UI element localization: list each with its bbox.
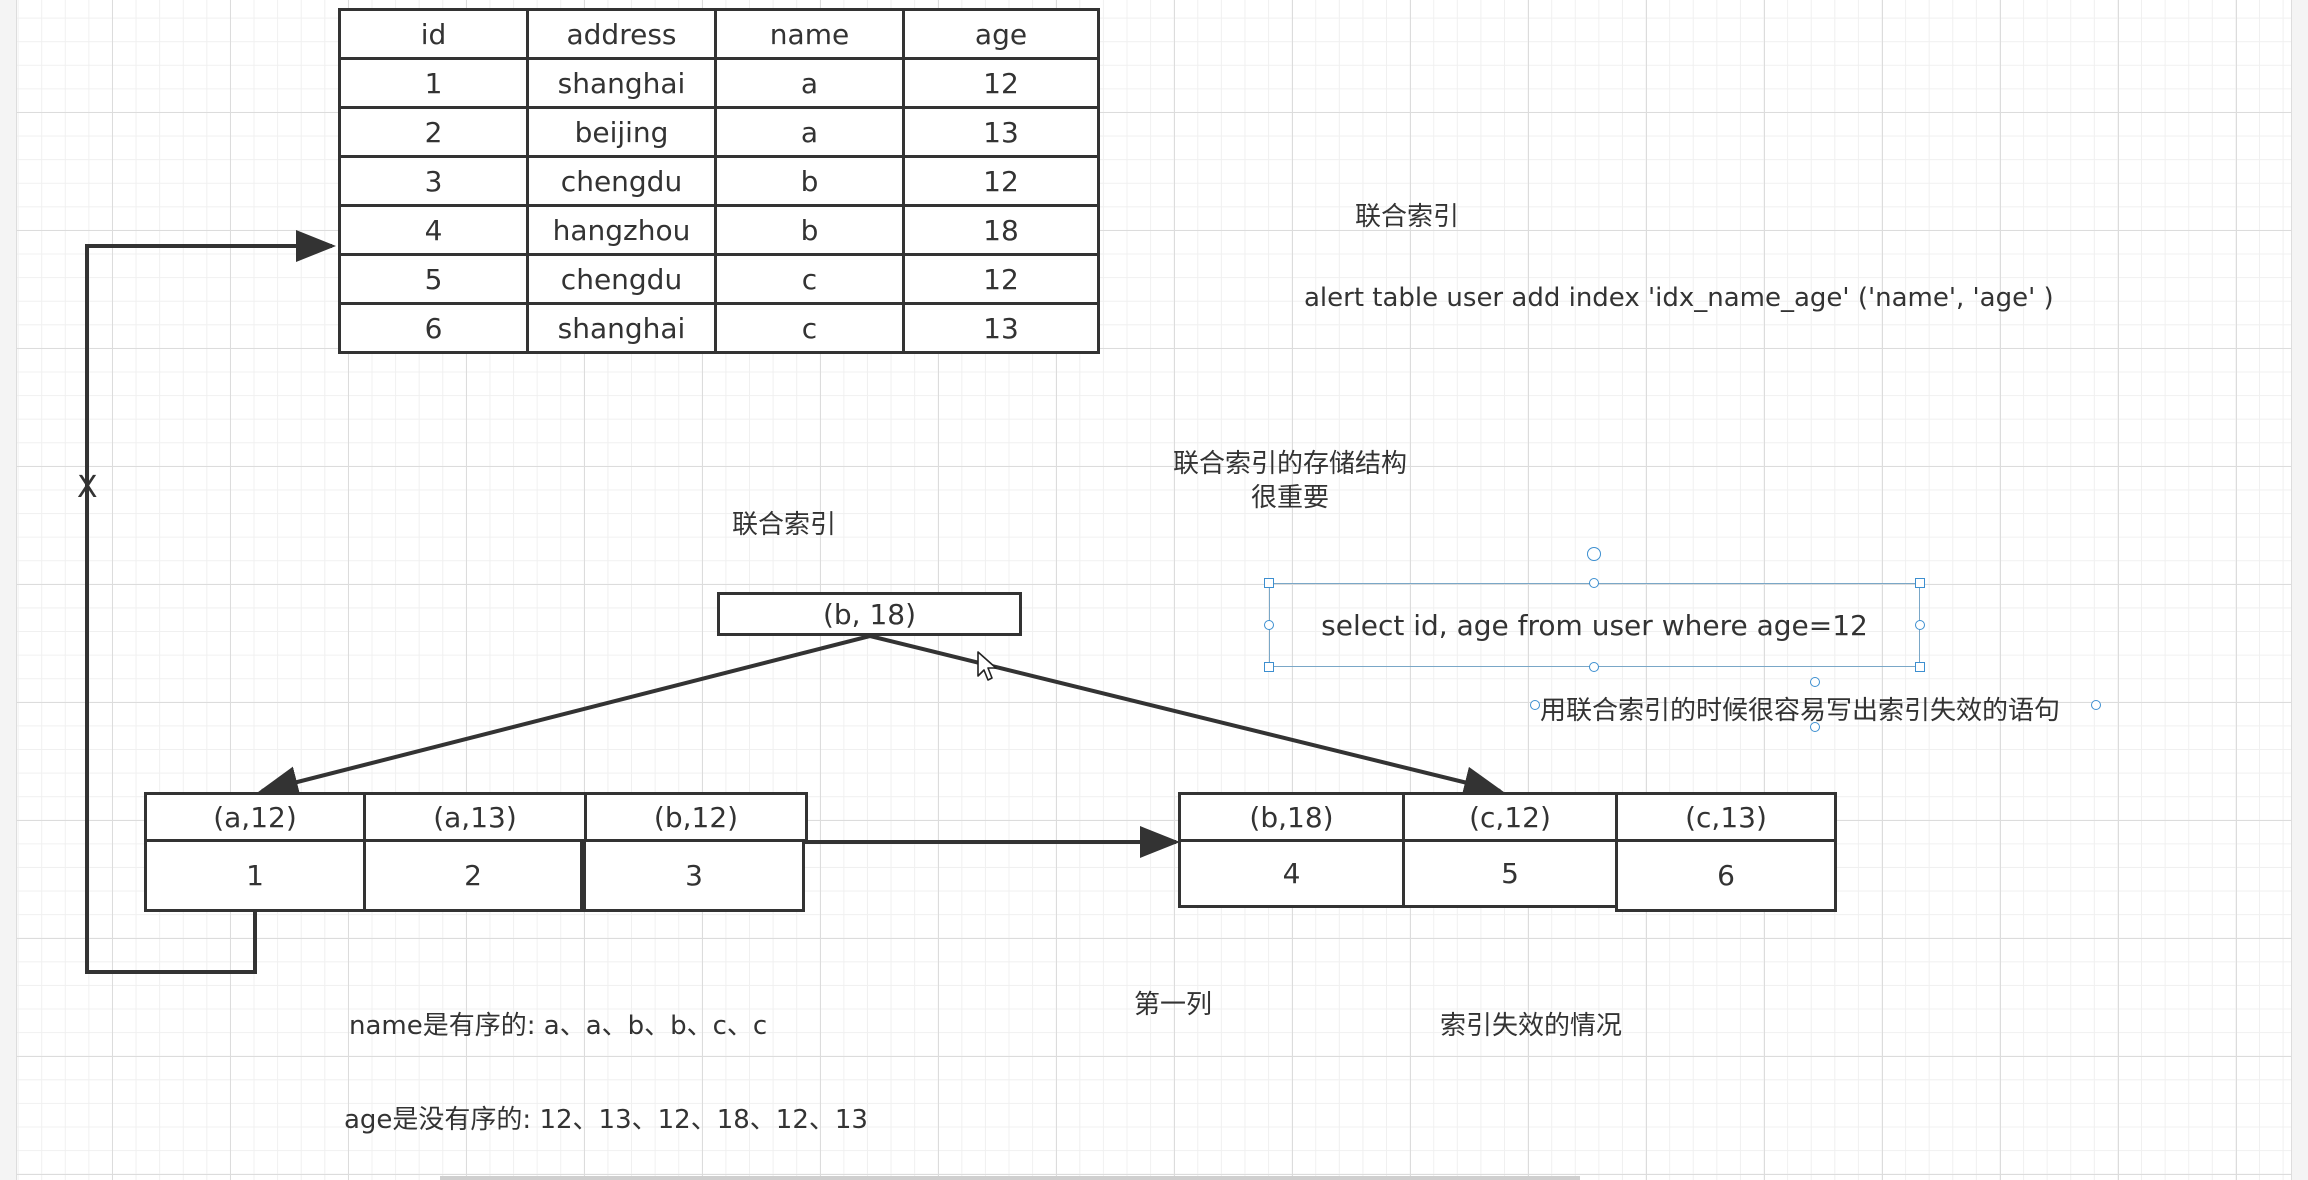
composite-index-heading[interactable]: 联合索引 xyxy=(1355,202,1460,232)
mouse-cursor-icon xyxy=(977,651,997,681)
table-cell: b xyxy=(714,155,905,207)
user-table[interactable]: id address name age 1 shanghai a 12 2 be… xyxy=(338,8,1100,354)
right-leaf-id-5[interactable]: 5 xyxy=(1402,839,1618,908)
table-cell: 1 xyxy=(338,57,529,109)
left-leaf-key-2[interactable]: (a,13) xyxy=(363,792,587,842)
leaf-row-id: 3 xyxy=(685,859,703,892)
leaf-row-id: 6 xyxy=(1717,859,1735,892)
back-link-connector[interactable] xyxy=(85,230,336,974)
table-cell: shanghai xyxy=(526,57,717,109)
table-cell: 4 xyxy=(338,204,529,256)
resize-handle-top-right[interactable] xyxy=(1915,578,1925,588)
column-header: address xyxy=(526,8,717,60)
column-header: id xyxy=(338,8,529,60)
right-leaf-key-3[interactable]: (c,13) xyxy=(1615,792,1837,842)
root-to-left-leaf-arrow[interactable] xyxy=(258,634,871,798)
table-cell: a xyxy=(714,106,905,158)
table-cell: 13 xyxy=(902,106,1100,158)
table-cell: b xyxy=(714,204,905,256)
table-cell: beijing xyxy=(526,106,717,158)
composite-index-tree-title[interactable]: 联合索引 xyxy=(732,510,837,540)
table-cell: c xyxy=(714,302,905,354)
horizontal-scrollbar[interactable] xyxy=(440,1176,1580,1180)
resize-handle-right[interactable] xyxy=(1915,620,1925,630)
table-cell: 6 xyxy=(338,302,529,354)
index-invalid-cases-label[interactable]: 索引失效的情况 xyxy=(1440,1011,1623,1041)
left-leaf-id-3[interactable]: 3 xyxy=(583,839,805,912)
leaf-key: (b,18) xyxy=(1249,800,1334,834)
first-column-label[interactable]: 第一列 xyxy=(1134,990,1213,1020)
selected-sql-shape[interactable]: select id, age from user where age=12 xyxy=(1269,583,1920,667)
table-row: 1 shanghai a 12 xyxy=(338,57,1100,109)
storage-structure-title[interactable]: 联合索引的存储结构 xyxy=(1172,449,1407,479)
left-leaf-id-2[interactable]: 2 xyxy=(363,839,583,912)
text-handle-bottom[interactable] xyxy=(1810,722,1820,732)
right-leaf-id-4[interactable]: 4 xyxy=(1178,839,1405,908)
table-cell: 3 xyxy=(338,155,529,207)
canvas-left-edge xyxy=(0,0,17,1180)
table-row: 2 beijing a 13 xyxy=(338,106,1100,158)
leaf-key: (a,13) xyxy=(433,800,517,834)
text-handle-top[interactable] xyxy=(1810,677,1820,687)
table-cell: chengdu xyxy=(526,155,717,207)
canvas-right-scrollbar[interactable] xyxy=(2291,0,2308,1180)
text-handle-right[interactable] xyxy=(2091,700,2101,710)
alter-table-sql[interactable]: alert table user add index 'idx_name_age… xyxy=(1304,283,2054,313)
table-cell: 12 xyxy=(902,253,1100,305)
index-invalid-note[interactable]: 用联合索引的时候很容易写出索引失效的语句 xyxy=(1540,696,2061,726)
rotate-handle[interactable] xyxy=(1587,547,1601,561)
resize-handle-left[interactable] xyxy=(1264,620,1274,630)
table-row: 3 chengdu b 12 xyxy=(338,155,1100,207)
table-cell: 5 xyxy=(338,253,529,305)
name-ordered-note[interactable]: name是有序的: a、a、b、b、c、c xyxy=(349,1011,768,1041)
table-header-row: id address name age xyxy=(338,8,1100,60)
leaf-key: (a,12) xyxy=(213,800,297,834)
table-cell: a xyxy=(714,57,905,109)
root-key: (b, 18) xyxy=(822,597,917,631)
table-row: 5 chengdu c 12 xyxy=(338,253,1100,305)
resize-handle-bottom[interactable] xyxy=(1589,662,1599,672)
column-header: age xyxy=(902,8,1100,60)
back-link-x-mark[interactable]: X xyxy=(77,470,98,505)
resize-handle-bottom-left[interactable] xyxy=(1264,662,1274,672)
leaf-row-id: 1 xyxy=(246,859,264,892)
leaf-key: (c,12) xyxy=(1469,800,1551,834)
table-cell: 12 xyxy=(902,57,1100,109)
leaf-row-id: 4 xyxy=(1282,857,1301,890)
right-leaf-key-2[interactable]: (c,12) xyxy=(1402,792,1618,842)
text-handle-left[interactable] xyxy=(1530,700,1540,710)
resize-handle-bottom-right[interactable] xyxy=(1915,662,1925,672)
leaf-row-id: 5 xyxy=(1501,857,1519,890)
leaf-key: (c,13) xyxy=(1685,800,1767,834)
left-leaf-key-3[interactable]: (b,12) xyxy=(584,792,808,842)
table-row: 4 hangzhou b 18 xyxy=(338,204,1100,256)
tree-root-node[interactable]: (b, 18) xyxy=(717,592,1022,636)
storage-structure-important[interactable]: 很重要 xyxy=(1250,483,1329,513)
table-row: 6 shanghai c 13 xyxy=(338,302,1100,354)
table-cell: shanghai xyxy=(526,302,717,354)
table-cell: hangzhou xyxy=(526,204,717,256)
left-leaf-id-1[interactable]: 1 xyxy=(144,839,366,912)
root-to-right-leaf-arrow[interactable] xyxy=(869,634,1504,798)
left-leaf-key-1[interactable]: (a,12) xyxy=(144,792,366,842)
table-cell: 18 xyxy=(902,204,1100,256)
table-cell: 13 xyxy=(902,302,1100,354)
resize-handle-top-left[interactable] xyxy=(1264,578,1274,588)
column-header: name xyxy=(714,8,905,60)
resize-handle-top[interactable] xyxy=(1589,578,1599,588)
table-cell: 2 xyxy=(338,106,529,158)
table-cell: chengdu xyxy=(526,253,717,305)
table-cell: 12 xyxy=(902,155,1100,207)
right-leaf-id-6[interactable]: 6 xyxy=(1615,839,1837,912)
leaf-row-id: 2 xyxy=(464,859,482,892)
right-leaf-key-1[interactable]: (b,18) xyxy=(1178,792,1405,842)
table-cell: c xyxy=(714,253,905,305)
select-sql-text: select id, age from user where age=12 xyxy=(1321,608,1868,642)
age-unordered-note[interactable]: age是没有序的: 12、13、12、18、12、13 xyxy=(344,1105,868,1135)
leaf-key: (b,12) xyxy=(653,800,739,834)
